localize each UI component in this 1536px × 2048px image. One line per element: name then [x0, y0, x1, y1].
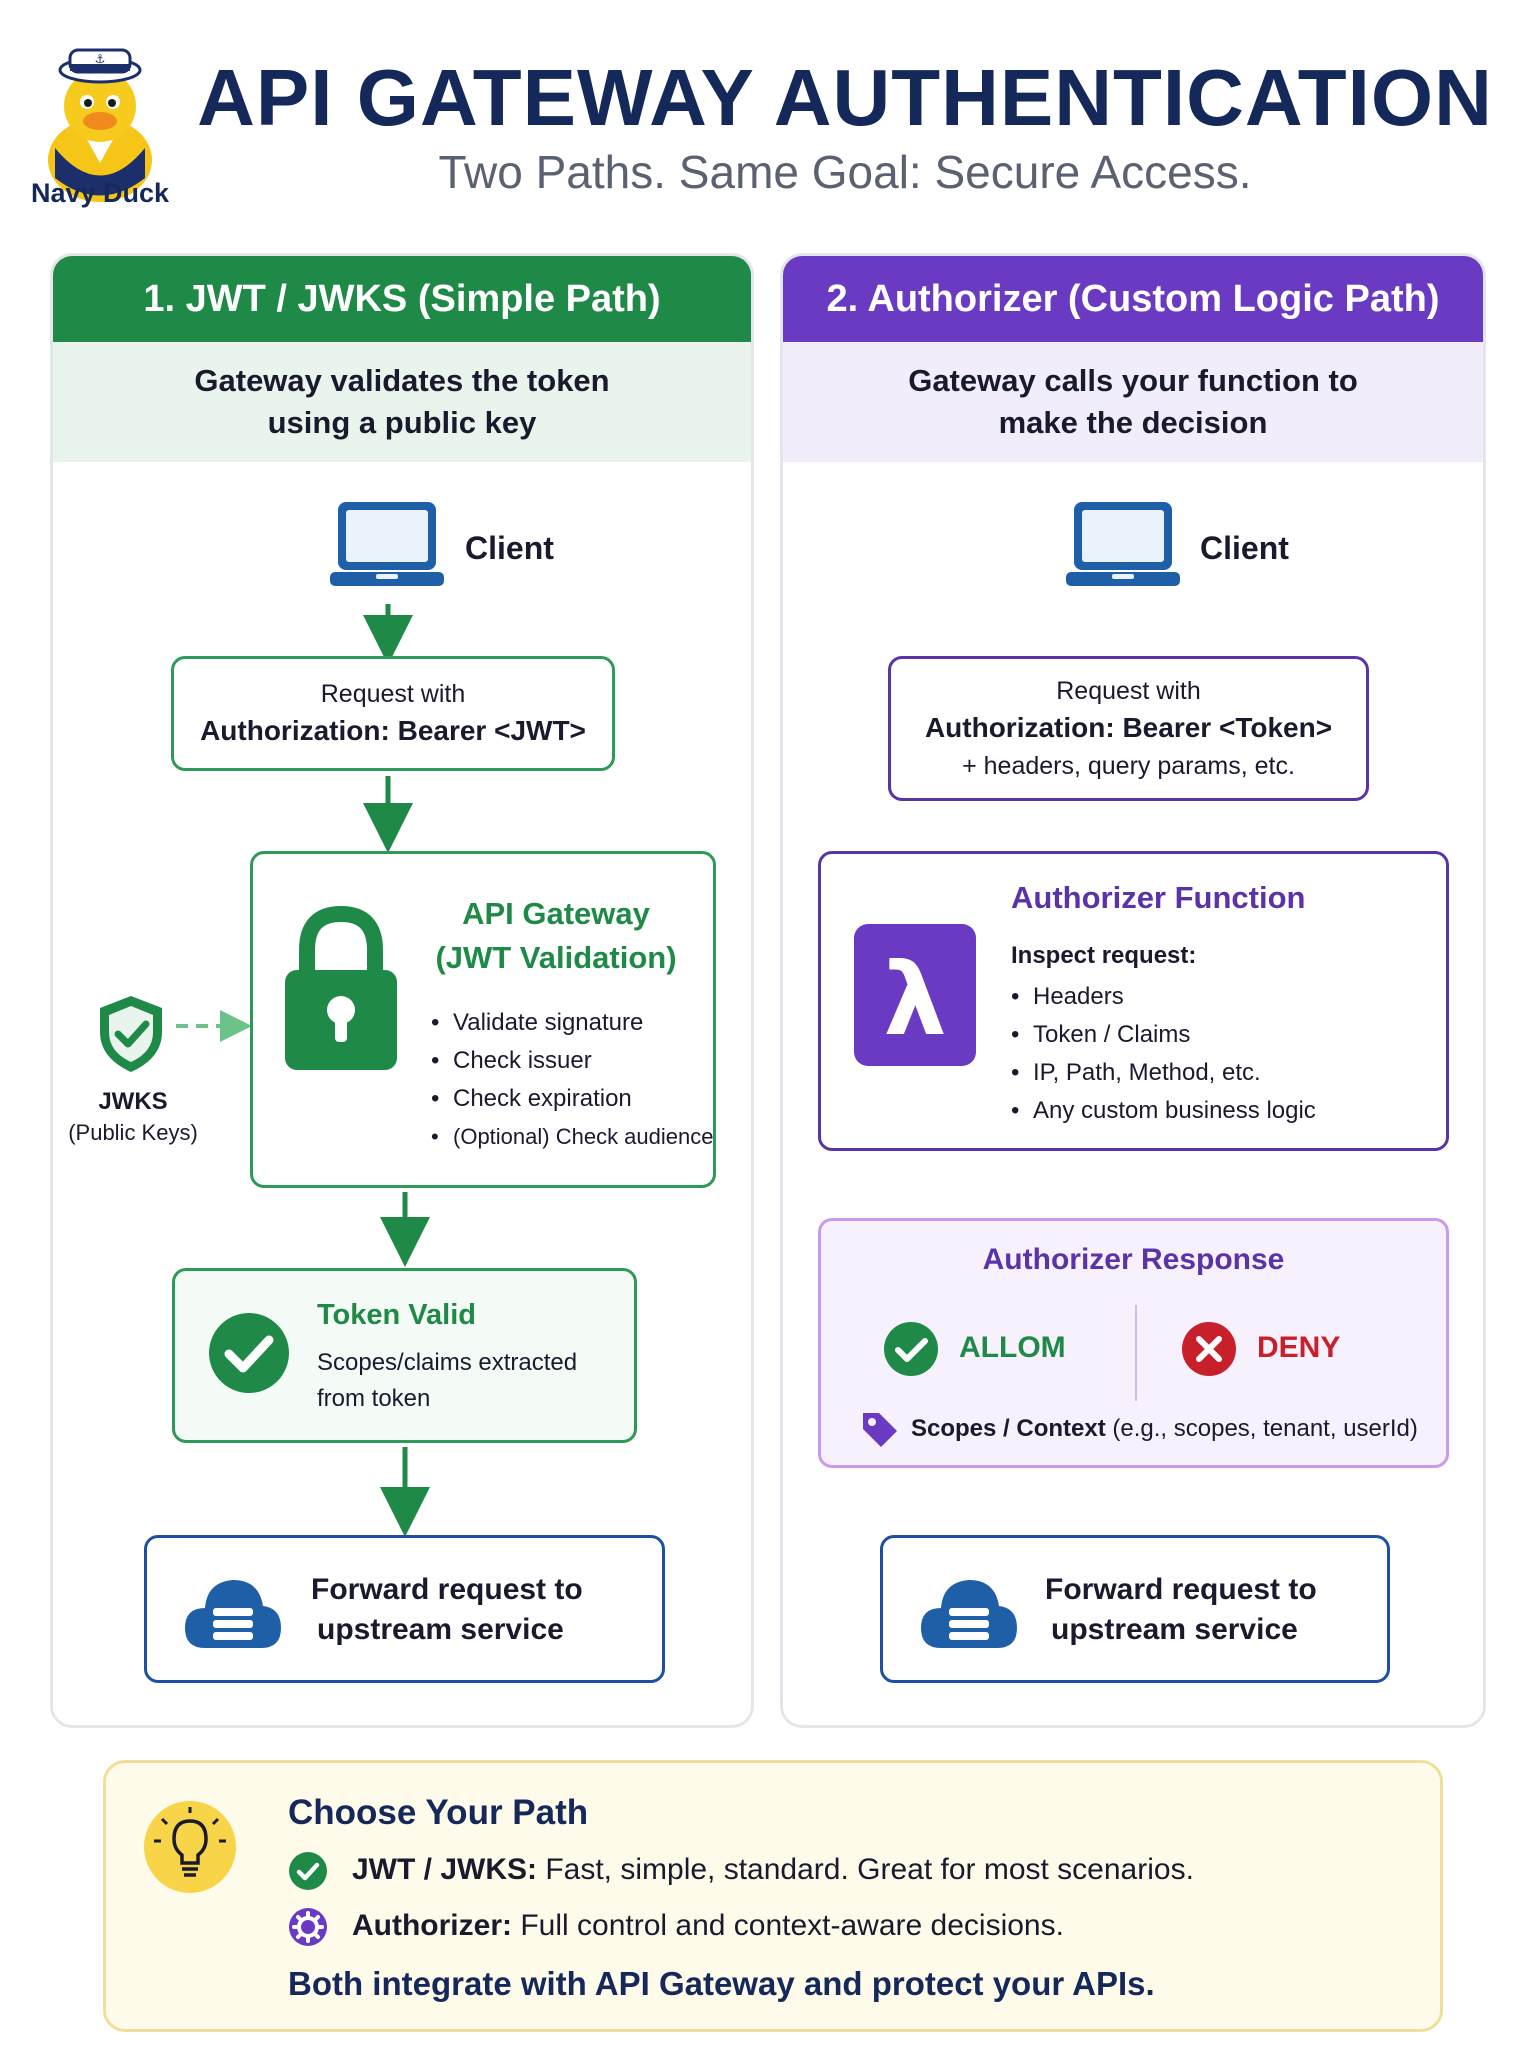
request-line2: Authorization: Bearer <Token>	[924, 711, 1333, 743]
authorizer-desc-line1: Gateway calls your function to	[908, 363, 1358, 398]
context-bold: Scopes / Context	[911, 1415, 1106, 1442]
laptop-icon	[1066, 502, 1180, 586]
summary-row2-rest: Full control and context-aware decisions…	[512, 1909, 1064, 1942]
jwks-sublabel: (Public Keys)	[68, 1120, 198, 1145]
svg-text:λ: λ	[883, 941, 946, 1058]
authorizer-function-box: Authorizer Function λ Inspect request: H…	[818, 851, 1449, 1151]
forward-line2: upstream service	[317, 1613, 564, 1646]
forward-line1: Forward request to	[1045, 1573, 1317, 1606]
authorizer-path-description: Gateway calls your function to make the …	[783, 342, 1483, 462]
forward-line2: upstream service	[1051, 1613, 1298, 1646]
divider	[1135, 1305, 1137, 1401]
api-gateway-box: API Gateway (JWT Validation) Validate si…	[250, 851, 716, 1188]
token-valid-title: Token Valid	[317, 1299, 477, 1331]
gear-icon	[289, 1908, 327, 1946]
request-line2: Authorization: Bearer <JWT>	[200, 715, 586, 746]
request-line1: Request with	[1056, 676, 1201, 705]
check-circle-icon	[289, 1852, 327, 1890]
page-title: API GATEWAY AUTHENTICATION	[197, 53, 1493, 142]
context-text: Scopes / Context (e.g., scopes, tenant, …	[911, 1415, 1418, 1443]
authorizer-function-title: Authorizer Function	[1011, 880, 1306, 915]
authorizer-response-box: Authorizer Response ALLOM DENY Scopes / …	[818, 1218, 1449, 1468]
logo-label: Navy Duck	[30, 178, 170, 208]
gateway-checks-list: Validate signature Check issuer Check ex…	[431, 1004, 721, 1156]
lightbulb-icon	[144, 1801, 236, 1893]
tag-icon	[863, 1413, 897, 1447]
request-line1: Request with	[320, 680, 466, 708]
deny-label: DENY	[1257, 1331, 1341, 1364]
list-item: Validate signature	[431, 1004, 721, 1042]
jwks-label: JWKS	[98, 1088, 168, 1115]
jwt-desc-line2: using a public key	[267, 405, 537, 440]
summary-footer: Both integrate with API Gateway and prot…	[288, 1965, 1155, 2002]
client-label: Client	[465, 530, 554, 566]
laptop-icon	[330, 502, 444, 586]
summary-title: Choose Your Path	[288, 1793, 589, 1832]
summary-row1-rest: Fast, simple, standard. Great for most s…	[537, 1853, 1194, 1886]
x-circle-icon	[1182, 1322, 1236, 1376]
summary-row2-bold: Authorizer:	[352, 1909, 512, 1942]
jwt-desc-line1: Gateway validates the token	[194, 363, 610, 398]
page-subtitle: Two Paths. Same Goal: Secure Access.	[438, 146, 1252, 198]
authorizer-forward-box: Forward request to upstream service	[880, 1535, 1390, 1683]
choose-path-card: Choose Your Path JWT / JWKS: Fast, simpl…	[103, 1760, 1443, 2032]
summary-row-jwt: JWT / JWKS: Fast, simple, standard. Grea…	[352, 1853, 1194, 1887]
jwt-request-box: Request with Authorization: Bearer <JWT>	[171, 656, 615, 771]
jwt-path-heading: 1. JWT / JWKS (Simple Path)	[53, 256, 751, 342]
sailor-duck-icon: ⚓	[48, 48, 152, 202]
token-valid-line2: from token	[317, 1385, 431, 1412]
gateway-title-line1: API Gateway	[462, 896, 650, 931]
list-item: Headers	[1011, 978, 1431, 1016]
list-item: Check expiration	[431, 1080, 721, 1118]
allow-label: ALLOM	[959, 1331, 1066, 1364]
lambda-icon: λ	[854, 924, 976, 1066]
inspect-label: Inspect request:	[1011, 942, 1197, 969]
token-valid-line1: Scopes/claims extracted	[317, 1349, 578, 1376]
jwt-path-description: Gateway validates the token using a publ…	[53, 342, 751, 462]
shield-check-icon	[100, 996, 162, 1072]
list-item: (Optional) Check audience	[431, 1118, 721, 1156]
authorizer-path-heading: 2. Authorizer (Custom Logic Path)	[783, 256, 1483, 342]
authorizer-desc-line2: make the decision	[998, 405, 1268, 440]
inspect-list: Headers Token / Claims IP, Path, Method,…	[1011, 978, 1431, 1130]
svg-text:⚓: ⚓	[95, 52, 106, 66]
list-item: IP, Path, Method, etc.	[1011, 1054, 1431, 1092]
gateway-title-line2: (JWT Validation)	[435, 940, 677, 975]
context-rest: (e.g., scopes, tenant, userId)	[1105, 1415, 1418, 1442]
check-circle-icon	[884, 1322, 938, 1376]
padlock-icon	[285, 906, 397, 1070]
summary-row-authorizer: Authorizer: Full control and context-awa…	[352, 1909, 1064, 1943]
jwt-forward-box: Forward request to upstream service	[144, 1535, 665, 1683]
forward-line1: Forward request to	[311, 1573, 583, 1606]
check-circle-icon	[209, 1313, 289, 1393]
token-valid-box: Token Valid Scopes/claims extracted from…	[172, 1268, 637, 1443]
list-item: Any custom business logic	[1011, 1092, 1431, 1130]
summary-row1-bold: JWT / JWKS:	[352, 1853, 537, 1886]
cloud-server-icon	[921, 1580, 1017, 1648]
authorizer-request-box: Request with Authorization: Bearer <Toke…	[888, 656, 1369, 801]
cloud-server-icon	[185, 1580, 281, 1648]
list-item: Check issuer	[431, 1042, 721, 1080]
client-label: Client	[1200, 530, 1289, 566]
authorizer-response-title: Authorizer Response	[982, 1243, 1285, 1276]
list-item: Token / Claims	[1011, 1016, 1431, 1054]
request-line3: + headers, query params, etc.	[962, 751, 1295, 780]
